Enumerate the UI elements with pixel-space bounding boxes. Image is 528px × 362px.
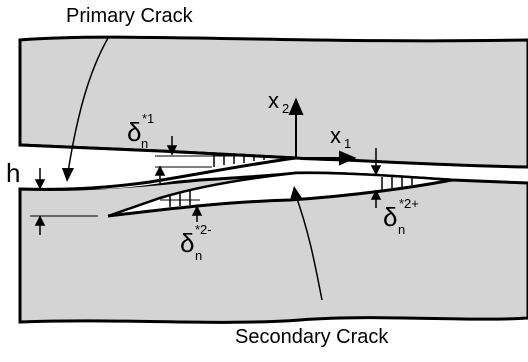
delta-n2plus-sub: n — [398, 222, 405, 237]
delta-n1-sub: n — [141, 136, 148, 151]
x1-axis-base: x — [330, 123, 341, 148]
secondary-crack-leader-arrowhead — [290, 186, 302, 200]
dimension-arrows — [34, 136, 382, 235]
reference-lines — [30, 155, 250, 217]
primary-crack-label: Primary Crack — [66, 5, 194, 27]
coordinate-axes — [288, 97, 357, 166]
x2-axis-label: x 2 — [268, 88, 289, 116]
secondary-crack-upper-face — [107, 171, 297, 218]
x1-axis-label: x 1 — [330, 123, 351, 151]
delta-n2minus-label: δ *2- n — [180, 221, 216, 263]
delta-n2minus-sup: *2- — [195, 222, 212, 237]
x1-axis-sub: 1 — [344, 136, 351, 151]
primary-crack-lower-face — [19, 156, 297, 191]
delta-n2minus-sub: n — [195, 248, 202, 263]
delta-n1-sup: *1 — [142, 111, 154, 126]
delta-n1-label: δ *1 n — [127, 110, 159, 151]
secondary-crack-label: Secondary Crack — [235, 326, 389, 348]
delta-n2plus-base: δ — [383, 202, 397, 232]
secondary-crack-leader — [295, 195, 323, 301]
x2-axis-base: x — [268, 88, 279, 113]
x2-axis-sub: 2 — [282, 101, 289, 116]
secondary-crack-upper-face-right — [295, 171, 453, 182]
h-label: h — [6, 158, 20, 188]
cohesive-zone-hatching-secondary-right — [381, 177, 413, 190]
delta-n2plus-label: δ *2+ n — [383, 195, 423, 237]
primary-crack-leader — [67, 37, 109, 173]
primary-crack-leader-arrowhead — [62, 168, 74, 182]
delta-n2minus-base: δ — [180, 228, 194, 258]
delta-n1-base: δ — [127, 117, 141, 147]
secondary-crack-lower-face — [107, 178, 453, 218]
delta-n2plus-sup: *2+ — [399, 196, 419, 211]
